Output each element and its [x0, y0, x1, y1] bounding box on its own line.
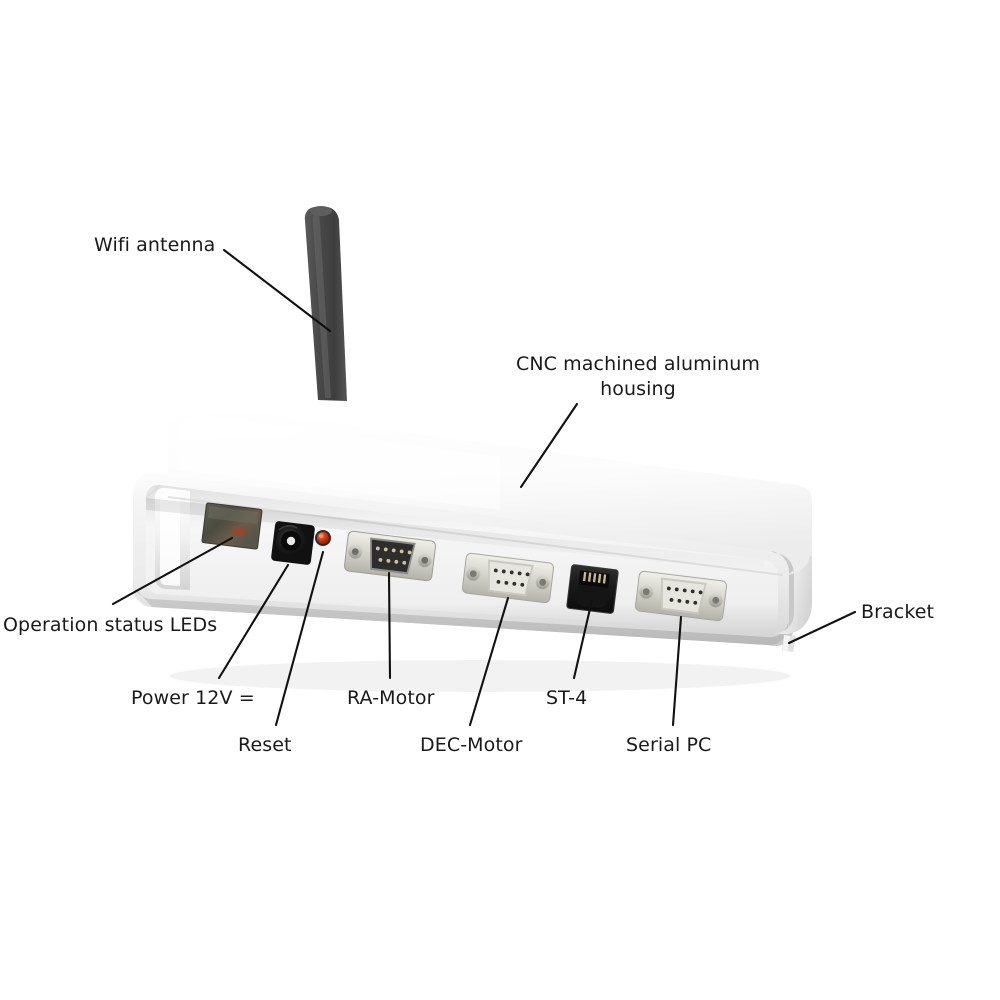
callout-label-ra-motor: RA-Motor	[347, 687, 435, 709]
callout-label-power-12v: Power 12V =	[131, 687, 255, 709]
leader-lines	[111, 248, 857, 727]
leader-ra-motor	[387, 571, 392, 680]
leader-st-4	[572, 598, 594, 680]
callout-label-operation-status-leds: Operation status LEDs	[3, 614, 218, 636]
dec-motor-port	[461, 552, 555, 604]
device-housing	[133, 407, 812, 692]
housing-right-end	[773, 556, 812, 635]
leader-cnc-housing	[519, 402, 579, 489]
leader-power-12v	[217, 563, 290, 680]
callout-label-dec-motor: DEC-Motor	[420, 734, 523, 756]
leader-wifi-antenna	[222, 248, 332, 333]
callout-label-cnc-housing: CNC machined aluminum housing	[516, 353, 760, 400]
reset-button	[315, 530, 331, 546]
leader-reset	[274, 550, 325, 727]
leader-bracket	[787, 610, 857, 645]
leader-operation-status-leds	[111, 536, 234, 606]
power-jack	[271, 521, 315, 565]
callout-label-wifi-antenna: Wifi antenna	[94, 234, 216, 256]
callout-label-serial-pc: Serial PC	[626, 734, 712, 756]
leader-serial-pc	[671, 615, 683, 727]
wifi-antenna	[304, 206, 347, 401]
callout-label-st-4: ST-4	[546, 687, 588, 709]
ra-motor-port	[343, 530, 437, 582]
st4-port	[566, 564, 619, 614]
callout-label-reset: Reset	[238, 734, 292, 756]
leader-dec-motor	[468, 596, 510, 727]
led-window	[201, 502, 263, 550]
serial-pc-port	[634, 570, 728, 622]
callout-label-bracket: Bracket	[861, 601, 935, 623]
